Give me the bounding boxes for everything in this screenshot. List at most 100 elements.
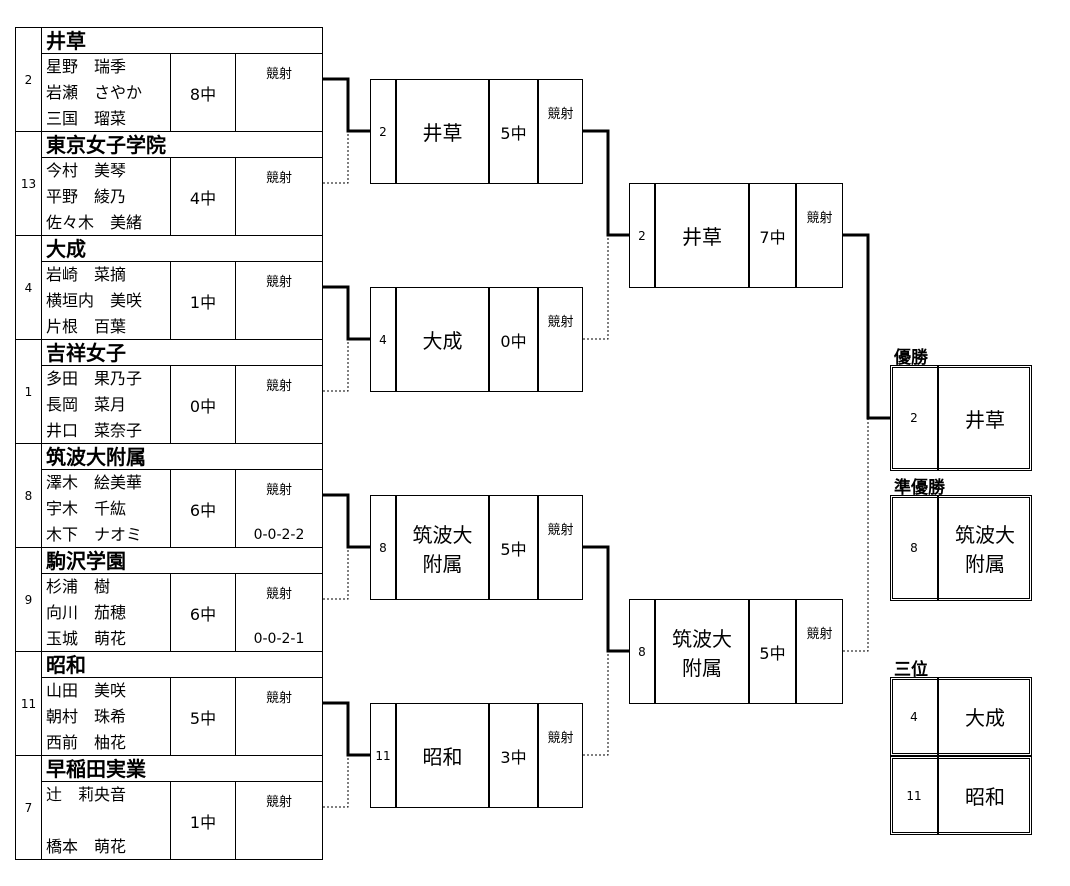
shootoff-label: 競射 xyxy=(265,587,292,602)
team-name: 井草 xyxy=(41,27,323,54)
shootoff-label: 競射 xyxy=(265,171,292,186)
player-name: 今村 美琴 xyxy=(46,161,127,180)
shootoff-label: 競射 xyxy=(265,379,292,394)
hits-count: 4中 xyxy=(170,157,236,236)
seed-number: 2 xyxy=(15,27,42,132)
player-name: 長岡 菜月 xyxy=(46,395,127,414)
hits-count: 5中 xyxy=(170,677,236,756)
player-name: 佐々木 美緒 xyxy=(46,213,143,232)
player-name: 岩崎 菜摘 xyxy=(46,265,127,284)
shootoff-label: 競射 xyxy=(547,107,574,122)
team-name: 大成 xyxy=(938,677,1032,756)
team-name: 井草 xyxy=(396,79,489,184)
shootoff-label: 競射 xyxy=(265,483,292,498)
shootoff-cell xyxy=(235,781,323,860)
player-name: 朝村 珠希 xyxy=(46,707,127,726)
seed-number: 8 xyxy=(370,495,396,600)
team-name: 昭和 xyxy=(938,756,1032,835)
player-name: 西前 柚花 xyxy=(46,733,127,752)
player-name: 向川 茄穂 xyxy=(46,603,127,622)
team-name: 井草 xyxy=(655,183,749,288)
hits-count: 8中 xyxy=(170,53,236,132)
seed-number: 1 xyxy=(15,339,42,444)
hits-count: 5中 xyxy=(749,599,796,704)
shootoff-result: 0-0-2-2 xyxy=(253,527,305,543)
team-name: 東京女子学院 xyxy=(41,131,323,158)
player-name: 横垣内 美咲 xyxy=(46,291,143,310)
player-name: 星野 瑞季 xyxy=(46,57,127,76)
loser-line xyxy=(323,339,349,392)
team-name: 大成 xyxy=(396,287,489,392)
shootoff-result: 0-0-2-1 xyxy=(253,631,305,647)
player-name: 辻 莉央音 xyxy=(46,785,127,804)
runner-up-label: 準優勝 xyxy=(894,478,945,498)
team-name: 昭和 xyxy=(41,651,323,678)
seed-number: 11 xyxy=(890,756,938,835)
seed-number: 13 xyxy=(15,131,42,236)
shootoff-label: 競射 xyxy=(547,731,574,746)
loser-line xyxy=(323,547,349,600)
winner-line xyxy=(583,545,629,653)
loser-line xyxy=(583,651,609,756)
seed-number: 7 xyxy=(15,755,42,860)
player-name: 宇木 千紘 xyxy=(46,499,127,518)
seed-number: 11 xyxy=(370,703,396,808)
team-name: 昭和 xyxy=(396,703,489,808)
seed-number: 2 xyxy=(370,79,396,184)
seed-number: 4 xyxy=(15,235,42,340)
team-name: 駒沢学園 xyxy=(41,547,323,574)
player-name: 井口 菜奈子 xyxy=(46,421,143,440)
team-name: 吉祥女子 xyxy=(41,339,323,366)
team-name: 筑波大 附属 xyxy=(655,599,749,704)
hits-count: 6中 xyxy=(170,573,236,652)
shootoff-label: 競射 xyxy=(806,211,833,226)
team-name: 早稲田実業 xyxy=(41,755,323,782)
winner-line xyxy=(583,129,629,237)
player-name: 三国 瑠菜 xyxy=(46,109,127,128)
winner-line xyxy=(323,77,370,133)
winner-line xyxy=(323,493,370,549)
team-name: 井草 xyxy=(938,365,1032,471)
seed-number: 2 xyxy=(629,183,655,288)
seed-number: 9 xyxy=(15,547,42,652)
seed-number: 11 xyxy=(15,651,42,756)
player-name: 平野 綾乃 xyxy=(46,187,127,206)
loser-line xyxy=(323,755,349,808)
team-name: 筑波大 附属 xyxy=(396,495,489,600)
seed-number: 4 xyxy=(370,287,396,392)
shootoff-label: 競射 xyxy=(547,315,574,330)
winner-line xyxy=(323,701,370,757)
shootoff-cell xyxy=(796,599,843,704)
player-name: 澤木 絵美華 xyxy=(46,473,143,492)
player-name: 木下 ナオミ xyxy=(46,525,143,544)
winner-line xyxy=(323,285,370,341)
team-name: 大成 xyxy=(41,235,323,262)
player-name: 橋本 萌花 xyxy=(46,837,127,856)
shootoff-cell xyxy=(538,703,583,808)
player-name: 玉城 萌花 xyxy=(46,629,127,648)
shootoff-cell xyxy=(538,287,583,392)
shootoff-label: 競射 xyxy=(265,691,292,706)
hits-count: 7中 xyxy=(749,183,796,288)
hits-count: 6中 xyxy=(170,469,236,548)
winner-line xyxy=(843,233,890,420)
loser-line xyxy=(843,418,869,652)
player-name: 岩瀬 さやか xyxy=(46,83,143,102)
shootoff-label: 競射 xyxy=(806,627,833,642)
seed-number: 8 xyxy=(890,495,938,601)
shootoff-label: 競射 xyxy=(265,275,292,290)
hits-count: 1中 xyxy=(170,261,236,340)
player-name: 多田 果乃子 xyxy=(46,369,143,388)
champion-label: 優勝 xyxy=(894,348,928,368)
shootoff-label: 競射 xyxy=(265,67,292,82)
hits-count: 5中 xyxy=(489,495,538,600)
player-name xyxy=(42,808,170,834)
third-place-label: 三位 xyxy=(894,660,928,680)
hits-count: 0中 xyxy=(170,365,236,444)
team-name: 筑波大附属 xyxy=(41,443,323,470)
seed-number: 4 xyxy=(890,677,938,756)
loser-line xyxy=(323,131,349,184)
player-name: 山田 美咲 xyxy=(46,681,127,700)
shootoff-label: 競射 xyxy=(265,795,292,810)
